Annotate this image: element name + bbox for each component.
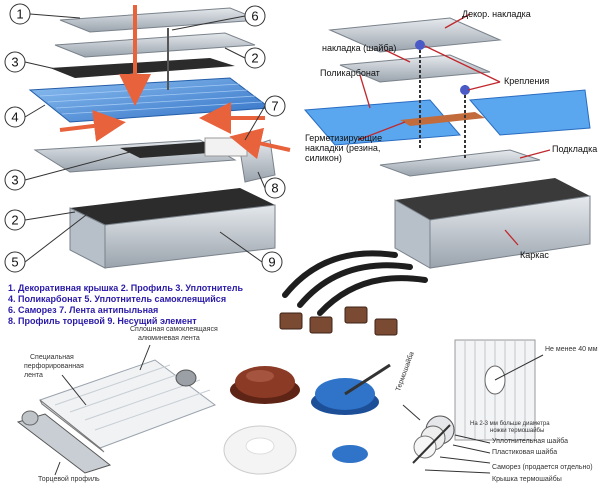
brown-washer-highlight xyxy=(246,370,274,382)
frame-top xyxy=(395,178,590,220)
fastener-head xyxy=(460,85,470,95)
bracket xyxy=(279,312,303,330)
svg-text:3: 3 xyxy=(11,173,18,188)
callout-9: 9 xyxy=(219,231,283,273)
callout-5: 5 xyxy=(4,211,91,273)
svg-text:7: 7 xyxy=(271,99,278,114)
svg-text:2: 2 xyxy=(11,213,18,228)
tape-roll-left xyxy=(21,410,39,426)
polycarbonate-right xyxy=(468,89,591,136)
label-fasteners: Крепления xyxy=(504,76,550,86)
legend: 1. Декоративная крышка 2. Профиль 3. Упл… xyxy=(8,283,243,327)
svg-text:9: 9 xyxy=(268,255,275,270)
profile-top xyxy=(54,32,256,58)
svg-text:5: 5 xyxy=(11,255,18,270)
label-washer-cap: накладка (шайба) xyxy=(322,43,397,53)
seal-strip-right-diagram xyxy=(400,112,485,126)
bearing-element-side xyxy=(104,204,276,269)
fastener-head xyxy=(415,40,425,50)
rubber-seal-arc xyxy=(317,275,428,316)
label-screw: Саморез (продается отдельно) xyxy=(492,464,593,471)
callout-7: 7 xyxy=(244,95,286,141)
assembly-diagram: 1 6 2 3 4 7 3 8 2 5 9 xyxy=(4,3,291,273)
bearing-element-top xyxy=(70,188,275,225)
label-diameter-note-1: На 2-3 мм больше диаметра xyxy=(470,421,550,427)
decorative-cap xyxy=(59,7,261,33)
label-pad: Подкладка xyxy=(552,144,598,154)
label-end-profile: Торцевой профиль xyxy=(38,476,100,483)
callout-8: 8 xyxy=(257,171,286,199)
label-seal-line-2: накладки (резина, xyxy=(305,143,381,153)
legend-line-3: 6. Саморез 7. Лента антипыльная xyxy=(8,305,159,315)
bracket xyxy=(344,306,368,324)
callout-3b: 3 xyxy=(4,151,131,191)
label-min-distance: Не менее 40 мм xyxy=(545,346,598,353)
washer-cap-shape xyxy=(339,54,491,83)
label-perforated-tape-1: Специальная xyxy=(30,354,74,361)
frame-side xyxy=(429,195,591,269)
bracket xyxy=(374,318,398,336)
label-frame: Каркас xyxy=(520,250,549,260)
legend-line-2: 4. Поликарбонат 5. Уплотнитель самоклеящ… xyxy=(8,294,227,304)
screw-exploded xyxy=(412,424,451,464)
right-assembly-diagram xyxy=(303,13,591,269)
callout-2a: 2 xyxy=(224,47,266,69)
label-seal-line-3: силикон) xyxy=(305,153,342,163)
callout-2b: 2 xyxy=(4,209,76,231)
svg-text:1: 1 xyxy=(16,7,23,22)
svg-text:3: 3 xyxy=(11,55,18,70)
callout-6: 6 xyxy=(171,5,266,31)
tape-panel-diagram xyxy=(16,344,217,476)
label-aluminium-tape-2: алюминевая лента xyxy=(138,335,200,342)
legend-line-1: 1. Декоративная крышка 2. Профиль 3. Упл… xyxy=(8,283,244,293)
installation-detail xyxy=(402,339,544,474)
label-diameter-note-2: ножки термошайбы xyxy=(490,428,545,434)
callout-4: 4 xyxy=(4,104,46,128)
polycarbonate-left xyxy=(303,99,462,146)
label-aluminium-tape-1: Сплошная самоклеящаяся xyxy=(130,326,218,333)
thermowashers xyxy=(223,363,391,475)
label-plastic-washer: Пластиковая шайба xyxy=(492,449,558,456)
svg-text:8: 8 xyxy=(271,181,278,196)
washer-screw xyxy=(344,363,391,396)
blue-cap xyxy=(332,445,368,463)
assembly-arrows xyxy=(59,5,291,160)
label-washer-cap: Крышка термошайбы xyxy=(492,476,562,483)
svg-text:2: 2 xyxy=(251,51,258,66)
legend-line-4: 8. Профиль торцевой 9. Несущий элемент xyxy=(8,316,197,326)
label-perforated-tape-3: лента xyxy=(24,372,43,379)
label-polycarbonate: Поликарбонат xyxy=(320,68,380,78)
dust-tape xyxy=(204,137,248,157)
seal-strip xyxy=(50,58,235,78)
perforated-tape xyxy=(39,399,105,453)
seals-and-brackets xyxy=(279,250,428,336)
plastic-washer-exploded xyxy=(413,435,437,459)
white-washer-hole xyxy=(245,437,275,455)
rubber-seal-arc xyxy=(297,262,413,308)
label-seal-line-1: Герметизирующие xyxy=(305,133,383,143)
label-decor-cap: Декор. накладка xyxy=(462,9,531,19)
callout-1: 1 xyxy=(9,3,81,25)
tape-roll-right xyxy=(175,369,197,387)
label-seal-washer: Уплотнительная шайба xyxy=(492,438,568,445)
svg-text:4: 4 xyxy=(11,110,18,125)
decor-cap-shape xyxy=(328,17,502,53)
callout-3a: 3 xyxy=(4,51,61,73)
bracket xyxy=(309,316,333,334)
svg-text:6: 6 xyxy=(251,9,258,24)
rubber-seal-arc xyxy=(282,250,398,298)
label-perforated-tape-2: перфорированная xyxy=(24,363,84,370)
pad-shape xyxy=(379,149,541,177)
